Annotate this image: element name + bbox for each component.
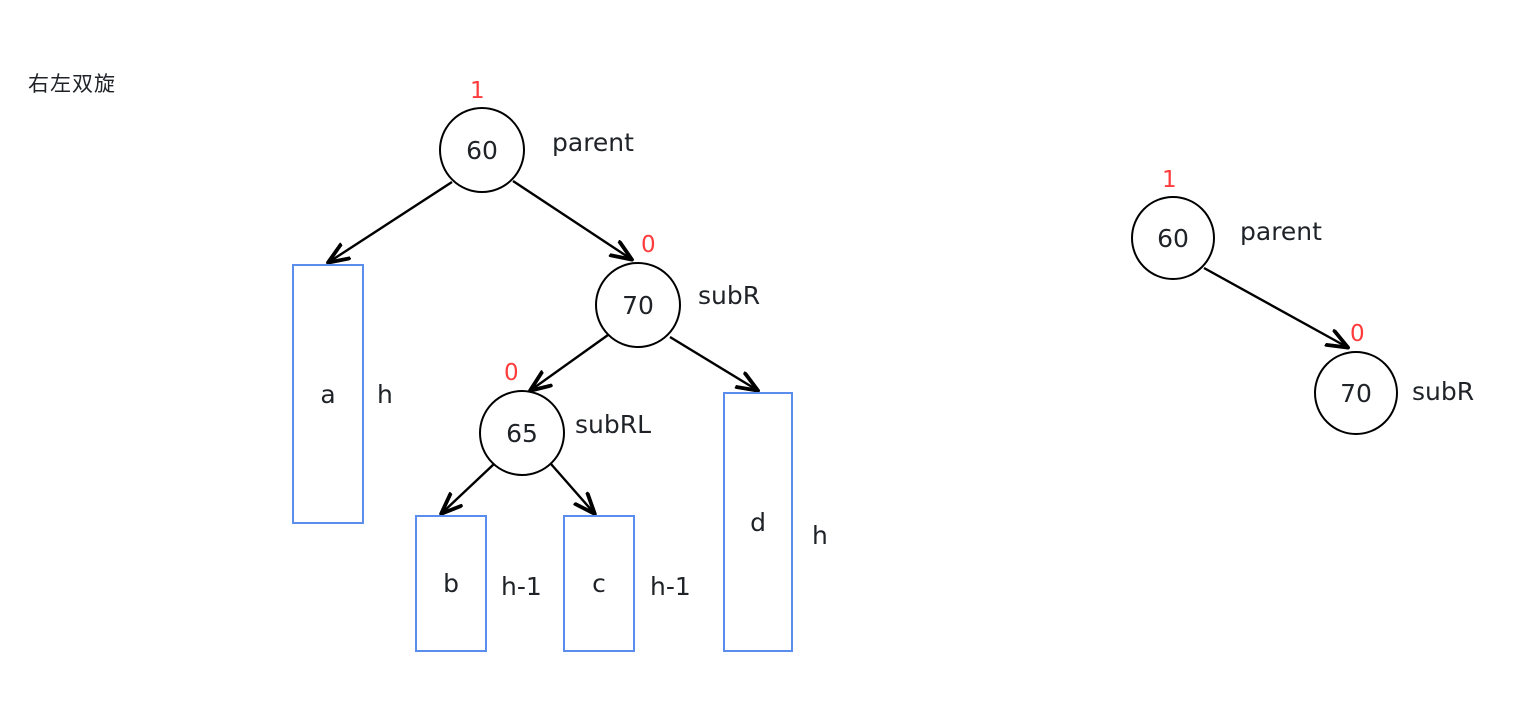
edge-r60-to-r70 xyxy=(1203,266,1347,347)
subtree-box-a[interactable]: a xyxy=(292,264,364,524)
result-node-60-value: 60 xyxy=(1157,223,1189,253)
node-60-label: parent xyxy=(552,128,634,157)
subtree-box-b[interactable]: b xyxy=(415,515,487,652)
node-65[interactable]: 65 xyxy=(479,390,565,476)
result-node-70[interactable]: 70 xyxy=(1314,351,1398,435)
result-node-70-value: 70 xyxy=(1340,378,1372,408)
node-60-value: 60 xyxy=(466,135,498,165)
subtree-d-height: h xyxy=(812,521,828,550)
node-65-balance-factor: 0 xyxy=(504,360,519,386)
result-node-60[interactable]: 60 xyxy=(1131,196,1215,280)
edge-60-to-70 xyxy=(512,179,631,259)
node-60-balance-factor: 1 xyxy=(470,78,485,104)
result-node-70-label: subR xyxy=(1412,377,1475,406)
edge-70-to-65 xyxy=(531,334,609,390)
edge-70-to-d xyxy=(669,335,757,390)
node-70-label: subR xyxy=(698,281,761,310)
node-70-balance-factor: 0 xyxy=(641,232,656,258)
node-70-value: 70 xyxy=(622,290,654,320)
result-node-70-balance-factor: 0 xyxy=(1350,321,1365,347)
node-65-value: 65 xyxy=(506,418,538,448)
subtree-b-height: h-1 xyxy=(501,572,542,601)
diagram-title: 右左双旋 xyxy=(28,72,116,96)
subtree-a-height: h xyxy=(377,380,393,409)
node-65-label: subRL xyxy=(575,410,652,439)
result-node-60-label: parent xyxy=(1240,217,1322,246)
subtree-d-label: d xyxy=(750,507,766,537)
node-70[interactable]: 70 xyxy=(595,262,681,348)
subtree-box-d[interactable]: d xyxy=(723,392,793,652)
subtree-a-label: a xyxy=(320,379,336,409)
node-60[interactable]: 60 xyxy=(439,107,525,193)
edge-60-to-a xyxy=(329,180,453,262)
result-node-60-balance-factor: 1 xyxy=(1162,167,1177,193)
subtree-c-label: c xyxy=(592,569,606,598)
subtree-c-height: h-1 xyxy=(650,572,691,601)
subtree-box-c[interactable]: c xyxy=(563,515,635,652)
subtree-b-label: b xyxy=(443,569,459,598)
edge-65-to-c xyxy=(550,463,594,513)
edge-65-to-b xyxy=(442,463,495,513)
